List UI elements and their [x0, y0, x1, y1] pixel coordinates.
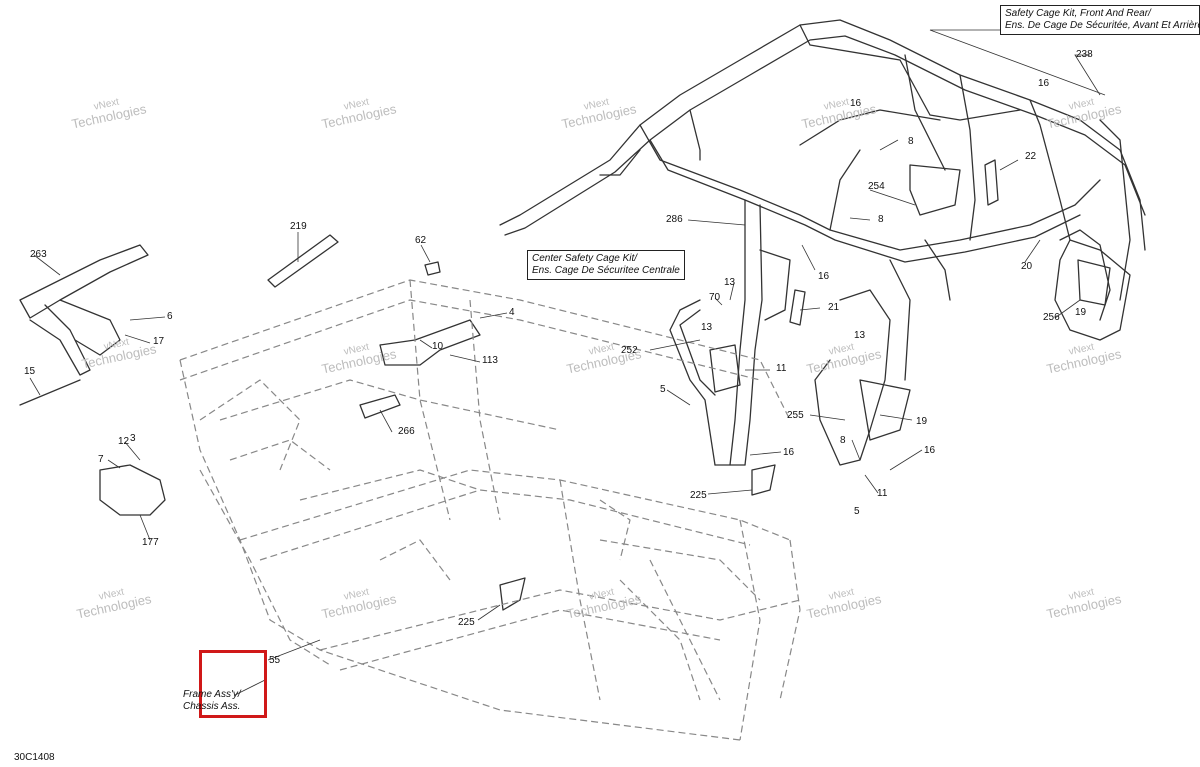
callout: 16: [1038, 78, 1050, 89]
safety-cage-front-rear-label: Safety Cage Kit, Front And Rear/ Ens. De…: [1000, 5, 1200, 35]
callout: 7: [98, 454, 104, 465]
callout: 6: [167, 311, 173, 322]
callout: 19: [1075, 307, 1087, 318]
callout: 15: [24, 366, 36, 377]
callout: 20: [1021, 261, 1033, 272]
callout: 8: [908, 136, 914, 147]
callout: 17: [153, 336, 165, 347]
callout: 266: [398, 426, 415, 437]
callout: 22: [1025, 151, 1037, 162]
callout: 286: [666, 214, 683, 225]
leader-lines: [29, 29, 1106, 696]
callout: 4: [509, 307, 515, 318]
callout: 255: [787, 410, 804, 421]
callout: 13: [724, 277, 736, 288]
callout: 16: [783, 447, 795, 458]
center-safety-cage-label: Center Safety Cage Kit/ Ens. Cage De Séc…: [527, 250, 685, 280]
callout: 225: [458, 617, 475, 628]
callout: 263: [30, 249, 47, 260]
callout: 254: [868, 181, 885, 192]
callout: 12: [118, 436, 130, 447]
callout: 8: [840, 435, 846, 446]
callout: 16: [924, 445, 936, 456]
left-parts: [19, 234, 526, 611]
callout: 13: [701, 322, 713, 333]
callout: 19: [916, 416, 928, 427]
callout: 16: [850, 98, 862, 109]
callout: 225: [690, 490, 707, 501]
callout: 16: [818, 271, 830, 282]
callout: 70: [709, 292, 721, 303]
callout: 238: [1076, 49, 1093, 60]
callout: 13: [854, 330, 866, 341]
highlight-box: [199, 650, 267, 718]
callout: 62: [415, 235, 427, 246]
callout: 256: [1043, 312, 1060, 323]
callout: 3: [130, 433, 136, 444]
callout: 5: [660, 384, 666, 395]
callout: 177: [142, 537, 159, 548]
frame-assy-label: Frame Ass'y/ Chassis Ass.: [183, 689, 241, 712]
diagram-code: 30C1408: [14, 752, 55, 763]
callout: 5: [854, 506, 860, 517]
callout: 8: [878, 214, 884, 225]
callout: 55: [269, 655, 281, 666]
center-safety-cage: [669, 199, 1131, 496]
callout: 11: [877, 488, 888, 499]
callout: 10: [432, 341, 444, 352]
frame-assembly: [179, 279, 801, 741]
callout: 113: [482, 355, 498, 366]
callout: 21: [828, 302, 840, 313]
callout: 252: [621, 345, 638, 356]
callout: 11: [776, 363, 787, 374]
callout: 219: [290, 221, 307, 232]
